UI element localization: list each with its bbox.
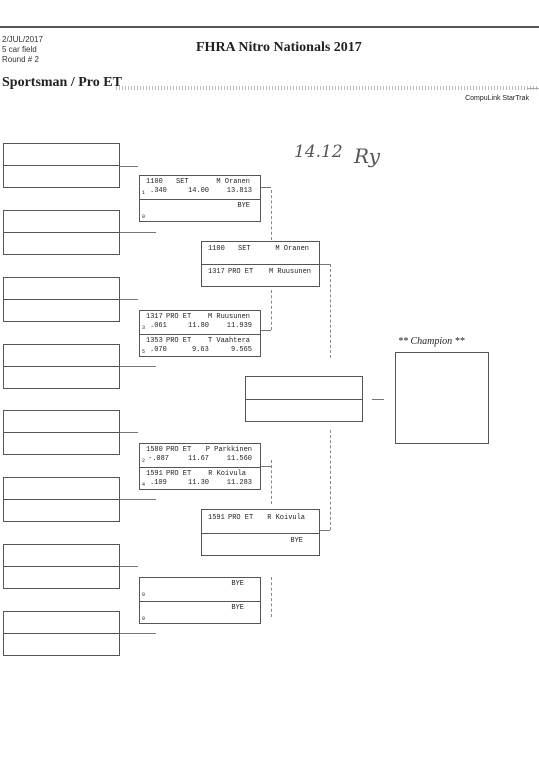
connector [320, 264, 330, 265]
connector [120, 166, 138, 167]
champion-box [395, 352, 489, 444]
round1-pair-7 [3, 544, 120, 589]
connector [120, 366, 156, 367]
connector [120, 566, 138, 567]
final-connector [372, 399, 384, 400]
round1-pair-1 [3, 143, 120, 188]
bracket-dashed-line [271, 290, 272, 330]
competitor-row: 1317 PRO ET M Ruusunen 3 .061 11.80 11.9… [142, 313, 252, 331]
round3-match-2: 1591 PRO ET R Koivula BYE [201, 509, 320, 556]
competitor-row: BYE 0 [142, 580, 244, 598]
connector [261, 330, 271, 331]
competitor-row: 1100 SET M Oranen [208, 245, 309, 253]
brand-label: CompuLink StarTrak [465, 95, 529, 102]
competitor-row: BYE [202, 533, 319, 556]
round1-pair-4 [3, 344, 120, 389]
round2-match-1: 1100 SET M Oranen 1 .340 14.00 13.813 BY… [139, 175, 261, 222]
class-title: Sportsman / Pro ET [2, 75, 122, 90]
connector [261, 466, 271, 467]
event-date: 2/JUL/2017 [2, 35, 43, 44]
round2-match-4: BYE 0 BYE 0 [139, 577, 261, 624]
connector [261, 187, 271, 188]
event-title: FHRA Nitro Nationals 2017 [196, 40, 362, 55]
round1-pair-5 [3, 410, 120, 455]
round1-pair-3 [3, 277, 120, 322]
title-side-rule [527, 88, 539, 89]
round2-match-2: 1317 PRO ET M Ruusunen 3 .061 11.80 11.9… [139, 310, 261, 357]
bracket-dashed-line [330, 264, 331, 358]
competitor-row: 1591 PRO ET R Koivula [208, 514, 305, 522]
handwritten-time: 14.12 [294, 142, 343, 162]
handwritten-initials: Ry [354, 144, 381, 168]
connector [320, 530, 330, 531]
competitor-row: 1591 PRO ET R Koivula 4 .109 11.30 11.28… [140, 467, 260, 490]
bracket-dashed-line [271, 460, 272, 504]
competitor-row: 1317 PRO ET M Ruusunen [202, 264, 319, 287]
competitor-row: 1580 PRO ET P Parkkinen 2 -.087 11.67 11… [142, 446, 252, 464]
title-dotted-rule [116, 86, 539, 90]
round1-pair-2 [3, 210, 120, 255]
round1-pair-8 [3, 611, 120, 656]
bracket-dashed-line [271, 577, 272, 617]
connector [120, 633, 156, 634]
competitor-row: BYE 0 [140, 601, 260, 624]
round1-pair-6 [3, 477, 120, 522]
header-rule [0, 26, 539, 28]
final-match [245, 376, 363, 422]
connector [120, 499, 156, 500]
field-size: 5 car field [2, 45, 37, 54]
round3-match-1: 1100 SET M Oranen 1317 PRO ET M Ruusunen [201, 241, 320, 287]
competitor-row: BYE 0 [140, 199, 260, 222]
bracket-dashed-line [330, 430, 331, 530]
round-number: Round # 2 [2, 55, 39, 64]
connector [120, 432, 138, 433]
competitor-row: 1100 SET M Oranen 1 .340 14.00 13.813 [142, 178, 252, 196]
competitor-row: 1353 PRO ET T Vaahtera 5 .070 9.63 9.565 [140, 334, 260, 357]
connector [120, 299, 138, 300]
bracket-dashed-line [271, 190, 272, 240]
connector [120, 232, 156, 233]
round2-match-3: 1580 PRO ET P Parkkinen 2 -.087 11.67 11… [139, 443, 261, 490]
champion-label: ** Champion ** [398, 336, 465, 347]
